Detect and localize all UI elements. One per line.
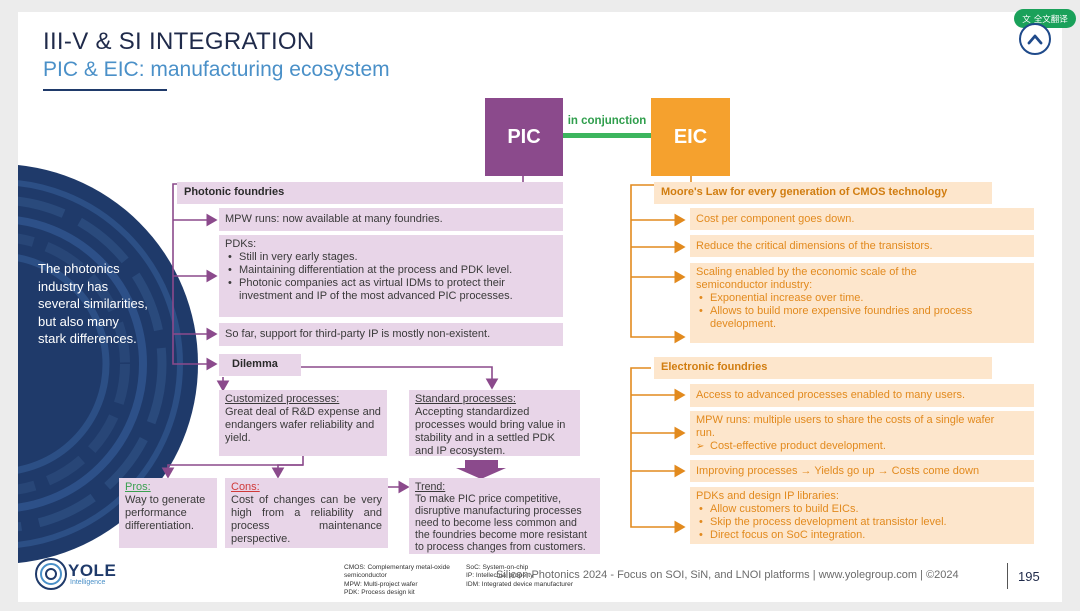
moores-cost-box: Cost per component goes down. — [690, 208, 1034, 230]
connector-lines — [161, 176, 692, 534]
pros-box: Pros: Way to generate performance differ… — [119, 478, 217, 548]
trend-box: Trend: To make PIC price competitive, di… — [409, 478, 600, 554]
pic-box: PIC — [485, 98, 563, 176]
logo-text: YOLE — [68, 561, 117, 580]
logo-subtext: Intelligence — [70, 579, 106, 586]
electronic-mpw-box: MPW runs: multiple users to share the co… — [690, 411, 1034, 455]
photonic-pdks-title: PDKs: — [225, 238, 257, 250]
translate-icon: 文 — [1022, 13, 1031, 24]
list-item: Maintaining differentiation at the proce… — [225, 264, 557, 277]
customized-text: Great deal of R&D expense and endangers … — [225, 406, 381, 444]
abbreviations-col2: SoC: System-on-chip IP: Intellectual pro… — [466, 564, 573, 589]
customized-title: Customized processes: — [225, 393, 340, 405]
footer-divider — [1007, 563, 1008, 589]
conjunction-label: in conjunction — [567, 115, 647, 127]
list-item: Still in very early stages. — [225, 251, 557, 264]
electronic-pdks-box: PDKs and design IP libraries: Allow cust… — [690, 487, 1034, 544]
footer-abbreviations: CMOS: Complementary metal-oxide semicond… — [344, 564, 573, 598]
abbr-line: semiconductor — [344, 572, 387, 580]
chevron-up-icon — [1027, 34, 1043, 45]
photonic-pdks-list: Still in very early stages. Maintaining … — [225, 251, 557, 303]
pros-text: Way to generate performance differentiat… — [125, 494, 206, 532]
abbr-line: PDK: Process design kit — [344, 589, 415, 597]
list-item: Allow customers to build EICs. — [696, 503, 1028, 516]
photonic-pdks-box: PDKs: Still in very early stages. Mainta… — [219, 235, 563, 317]
list-item: Exponential increase over time. — [696, 292, 1028, 305]
eic-box: EIC — [651, 98, 730, 176]
slide-subtitle: PIC & EIC: manufacturing ecosystem — [43, 58, 390, 81]
cons-box: Cons: Cost of changes can be very high f… — [225, 478, 388, 548]
list-item: Photonic companies act as virtual IDMs t… — [225, 277, 557, 303]
pros-title: Pros: — [125, 481, 151, 493]
electronic-mpw-list: Cost-effective product development. — [696, 440, 1028, 453]
dilemma-heading: Dilemma — [219, 354, 301, 376]
title-underline — [43, 89, 167, 91]
standard-processes-box: Standard processes: Accepting standardiz… — [409, 390, 580, 457]
electronic-pdks-title: PDKs and design IP libraries: — [696, 490, 839, 502]
photonic-support-box: So far, support for third-party IP is mo… — [219, 323, 563, 346]
abbr-line: CMOS: Complementary metal-oxide — [344, 564, 450, 571]
electronic-mpw-title: MPW runs: multiple users to share the co… — [696, 414, 995, 439]
abbr-line: IP: Intellectual property — [466, 572, 534, 580]
cons-text: Cost of changes can be very high from a … — [231, 494, 382, 545]
photonic-foundries-heading: Photonic foundries — [177, 182, 563, 204]
translate-button[interactable]: 文 全文翻译 — [1014, 9, 1076, 28]
footer-source-text: Silicon Photonics 2024 - Focus on SOI, S… — [496, 569, 959, 581]
electronic-pdks-list: Allow customers to build EICs. Skip the … — [696, 503, 1028, 542]
conjunction-connector — [563, 133, 651, 138]
customized-processes-box: Customized processes: Great deal of R&D … — [219, 390, 387, 456]
slide-title: III-V & SI INTEGRATION — [43, 28, 315, 55]
list-item: Skip the process development at transist… — [696, 516, 1028, 529]
electronic-foundries-heading: Electronic foundries — [654, 357, 992, 379]
trend-text: To make PIC price competitive, disruptiv… — [415, 493, 587, 553]
list-item: Cost-effective product development. — [696, 440, 1028, 453]
scaling-list: Exponential increase over time. Allows t… — [696, 292, 1028, 331]
trend-title: Trend: — [415, 481, 446, 493]
moores-scaling-box: Scaling enabled by the economic scale of… — [690, 263, 1034, 343]
translate-label: 全文翻译 — [1033, 13, 1068, 24]
list-item: Direct focus on SoC integration. — [696, 529, 1028, 542]
list-item: Allows to build more expensive foundries… — [696, 305, 1028, 331]
moores-reduce-box: Reduce the critical dimensions of the tr… — [690, 235, 1034, 257]
standard-title: Standard processes: — [415, 393, 516, 405]
electronic-improving-box: Improving processes → Yields go up → Cos… — [690, 460, 1034, 482]
cons-title: Cons: — [231, 481, 260, 493]
moores-law-heading: Moore's Law for every generation of CMOS… — [654, 182, 992, 204]
electronic-access-box: Access to advanced processes enabled to … — [690, 384, 1034, 407]
page-number: 195 — [1018, 569, 1040, 584]
abbr-line: SoC: System-on-chip — [466, 564, 529, 571]
standard-text: Accepting standardized processes would b… — [415, 406, 566, 457]
photonic-mpw-box: MPW runs: now available at many foundrie… — [219, 208, 563, 231]
abbr-line: MPW: Multi-project wafer — [344, 580, 418, 588]
scaling-title: Scaling enabled by the economic scale of… — [696, 266, 917, 291]
left-summary-text: The photonics industry has several simil… — [38, 261, 148, 346]
scroll-up-button[interactable] — [1019, 23, 1051, 55]
slide: III-V & SI INTEGRATION PIC & EIC: manufa… — [18, 12, 1062, 602]
abbr-line: IDM: Integrated device manufacturer — [466, 580, 574, 588]
yole-logo-icon — [35, 558, 67, 590]
